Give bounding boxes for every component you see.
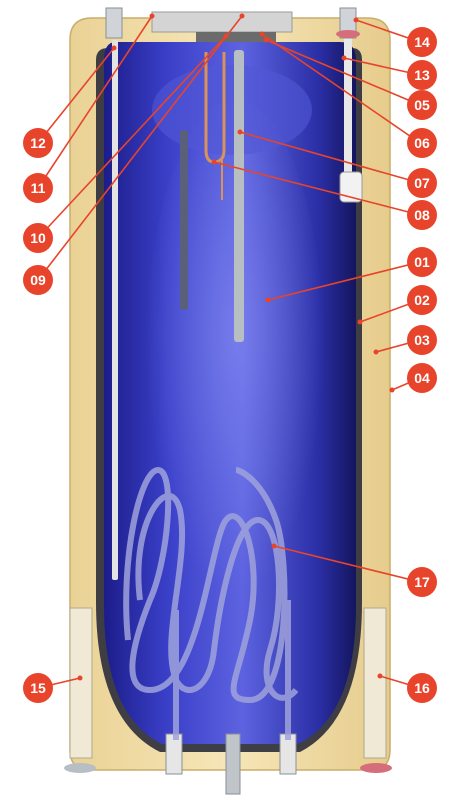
callout-10: 10 xyxy=(23,223,53,253)
sensor-box xyxy=(339,171,363,203)
leader-lines xyxy=(37,15,421,689)
tank-highlight xyxy=(145,100,325,620)
left-foot xyxy=(64,763,96,773)
callout-06: 06 xyxy=(407,128,437,158)
top-connection-left xyxy=(105,7,123,39)
callout-07: 07 xyxy=(407,168,437,198)
callout-01: 01 xyxy=(407,247,437,277)
left-leg xyxy=(69,607,93,759)
callout-05: 05 xyxy=(407,90,437,120)
drain-valve xyxy=(225,733,241,795)
callout-03: 03 xyxy=(407,325,437,355)
right-leg xyxy=(363,607,387,759)
callout-09: 09 xyxy=(23,265,53,295)
top-dome xyxy=(152,65,312,155)
callout-04: 04 xyxy=(407,363,437,393)
sensor-pocket xyxy=(180,130,188,310)
right-foot xyxy=(360,763,392,773)
callout-17: 17 xyxy=(407,567,437,597)
heat-exchanger-coil xyxy=(123,466,299,740)
callout-12: 12 xyxy=(23,128,53,158)
top-flange xyxy=(196,32,276,42)
leader-dots xyxy=(77,13,395,681)
callout-16: 16 xyxy=(407,673,437,703)
top-cover xyxy=(151,11,293,33)
callout-11: 11 xyxy=(23,173,53,203)
anode-rod xyxy=(234,50,244,342)
callout-14: 14 xyxy=(407,27,437,57)
outlet-pipe xyxy=(344,24,352,174)
callout-13: 13 xyxy=(407,60,437,90)
dip-tube xyxy=(112,40,118,580)
callout-08: 08 xyxy=(407,200,437,230)
callout-02: 02 xyxy=(407,285,437,315)
callout-15: 15 xyxy=(23,673,53,703)
top-connection-ring xyxy=(336,30,360,38)
